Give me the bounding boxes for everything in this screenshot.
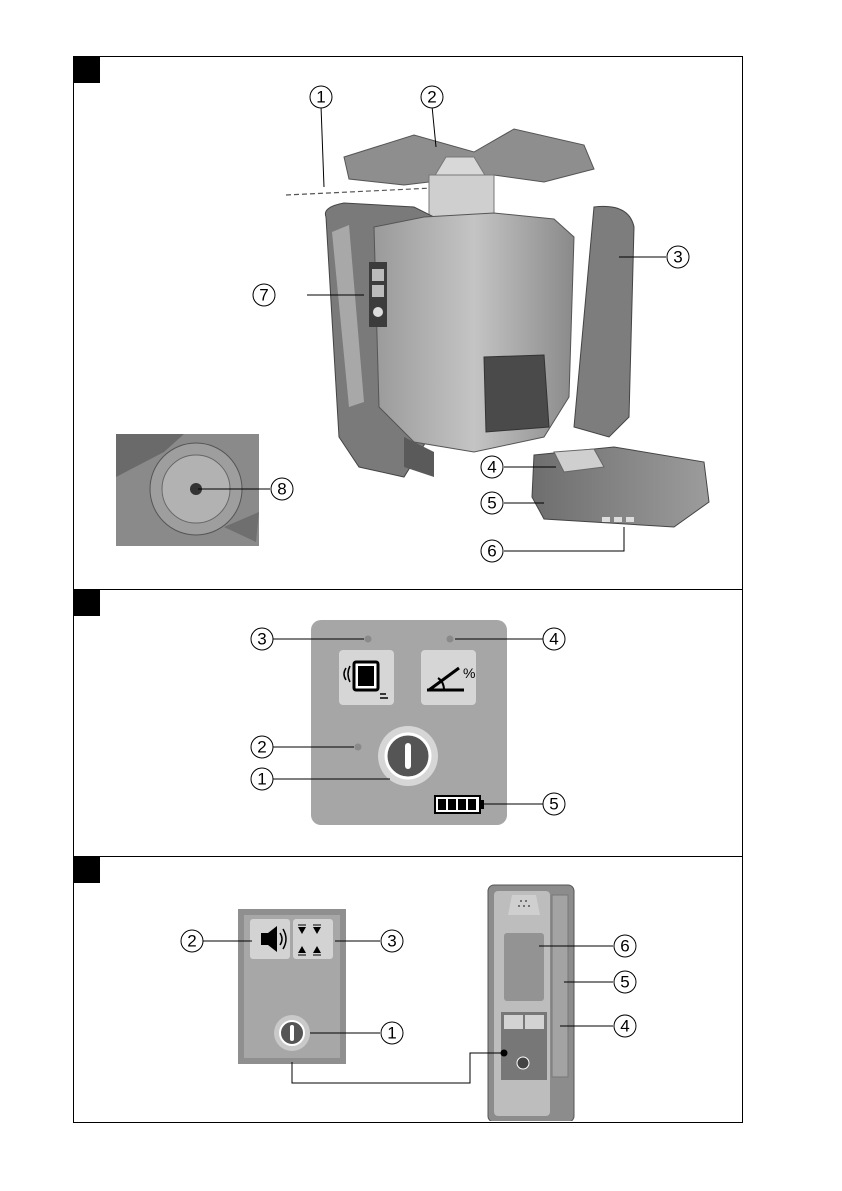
svg-text:2: 2	[187, 932, 196, 951]
svg-text:6: 6	[487, 542, 496, 561]
svg-text:8: 8	[277, 480, 286, 499]
callout-3: 3	[251, 628, 273, 650]
callout-4: 4	[543, 628, 565, 650]
laser-receiver-icon	[488, 885, 574, 1121]
callout-7: 7	[253, 284, 275, 306]
figure-3-illustration: 2 3 1 6 5 4	[74, 857, 742, 1121]
callout-5: 5	[543, 793, 565, 815]
receiver-display	[504, 933, 544, 1001]
callout-3: 3	[381, 930, 403, 952]
svg-text:%: %	[463, 665, 475, 681]
receiver-keypad-detail	[238, 909, 346, 1064]
slope-mode-icon: %	[421, 650, 476, 705]
svg-text:5: 5	[620, 973, 629, 992]
callout-5: 5	[614, 971, 636, 993]
callout-8: 8	[271, 478, 293, 500]
svg-text:1: 1	[387, 1024, 396, 1043]
laser-body-icon	[325, 203, 634, 477]
svg-text:1: 1	[316, 88, 325, 107]
svg-text:5: 5	[487, 494, 496, 513]
callout-2: 2	[251, 736, 273, 758]
svg-text:2: 2	[257, 738, 266, 757]
figure-1-illustration: 1 2 3 7 8 4 5 6	[74, 57, 742, 589]
callout-1: 1	[381, 1022, 403, 1044]
callout-4: 4	[614, 1015, 636, 1037]
power-button-icon	[378, 726, 438, 786]
callout-1: 1	[251, 768, 273, 790]
battery-pack-icon	[532, 447, 709, 527]
figure-2-illustration: % 3 4 2 1 5	[74, 590, 742, 856]
led-laser-status	[355, 744, 362, 751]
svg-text:3: 3	[387, 932, 396, 951]
callout-1: 1	[310, 86, 332, 108]
svg-text:3: 3	[673, 248, 682, 267]
svg-text:3: 3	[257, 630, 266, 649]
svg-text:6: 6	[620, 937, 629, 956]
callout-3: 3	[667, 246, 689, 268]
svg-text:1: 1	[257, 770, 266, 789]
shock-warning-icon	[339, 650, 394, 705]
bottom-view-inset	[116, 434, 259, 546]
callout-5: 5	[481, 492, 503, 514]
svg-text:4: 4	[620, 1017, 629, 1036]
control-panel	[311, 620, 507, 825]
battery-level-icon	[435, 796, 484, 813]
led-slope-mode	[447, 636, 454, 643]
callout-6: 6	[481, 540, 503, 562]
rotating-head-icon	[344, 129, 594, 217]
callout-2: 2	[181, 930, 203, 952]
callout-6: 6	[614, 935, 636, 957]
svg-text:2: 2	[427, 88, 436, 107]
callout-2: 2	[421, 86, 443, 108]
svg-text:7: 7	[259, 286, 268, 305]
svg-text:4: 4	[549, 630, 558, 649]
led-shock-warning	[365, 636, 372, 643]
callout-4: 4	[481, 456, 503, 478]
svg-text:5: 5	[549, 795, 558, 814]
svg-text:4: 4	[487, 458, 496, 477]
